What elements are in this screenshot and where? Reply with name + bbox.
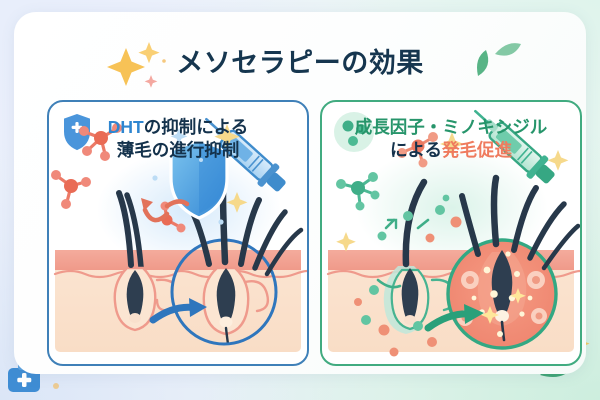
panel-right-heading: 成長因子・ミノキシジル による発毛促進 [322, 102, 580, 176]
sparkle-icon [214, 124, 248, 213]
heading-token-hatsumou: 発毛促進 [441, 139, 512, 160]
growth-molecule [336, 172, 380, 211]
panel-right-heading-line-1: 成長因子・ミノキシジル [354, 116, 548, 137]
heading-token-niyoru: による [390, 139, 442, 160]
shield-badge-plus-icon [64, 114, 90, 151]
panel-left-heading-line-1: DHTの抑制による [107, 116, 249, 138]
panel-left-heading: DHTの抑制による 薄毛の進行抑制 [49, 102, 307, 176]
cell-dots [457, 271, 547, 326]
page-title: メソセラピーの効果 [176, 47, 424, 78]
magnifier-circle-active [446, 238, 558, 350]
page-title-row: メソセラピーの効果 [14, 40, 586, 86]
hair-follicle [383, 178, 430, 334]
transition-arrow [424, 304, 484, 332]
panel-hair-growth[interactable]: 成長因子・ミノキシジル による発毛促進 [320, 100, 582, 366]
transition-arrow [149, 298, 207, 324]
hair-shafts-thin [124, 192, 144, 270]
dot-decoration [53, 383, 59, 389]
glow-particles [471, 251, 533, 337]
scattered-particles [354, 194, 462, 357]
coral-molecule [397, 132, 438, 168]
dht-molecule [51, 123, 186, 233]
uptake-arrows [376, 218, 430, 289]
panel-left-heading-line-2: 薄毛の進行抑制 [116, 139, 240, 160]
panel-dht-suppression[interactable]: DHTの抑制による 薄毛の進行抑制 [47, 100, 309, 366]
title-sparkles [107, 42, 166, 88]
illustration-dht-suppression [49, 102, 307, 364]
growth-factor-cluster-icon [334, 112, 374, 152]
hair-shafts-thick [459, 174, 580, 271]
heading-token-dht: DHT [107, 116, 144, 137]
panel-right-heading-line-2: による発毛促進 [390, 139, 512, 161]
syringe-blue-icon [205, 117, 286, 192]
shield-icon [169, 138, 229, 220]
illustration-hair-growth [322, 102, 580, 364]
blocked-arrow [141, 198, 190, 223]
main-card: メソセラピーの効果 [14, 12, 586, 374]
sparkle-icon-blue [152, 128, 224, 225]
sparkle-icon [336, 132, 569, 252]
heading-token-suppression: の抑制による [143, 116, 249, 137]
hair-follicle [113, 190, 157, 332]
glow-sparkle [481, 288, 526, 324]
syringe-green-icon [474, 109, 555, 184]
title-leaves [477, 43, 521, 76]
